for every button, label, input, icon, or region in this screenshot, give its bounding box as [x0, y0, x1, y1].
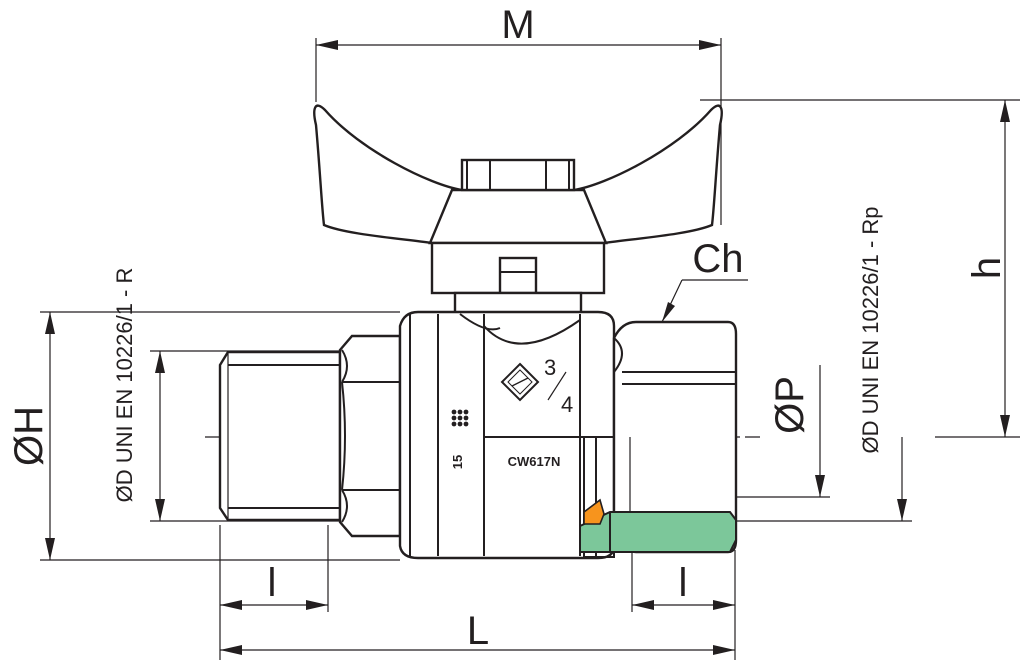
- dimension-h: h: [700, 99, 1020, 438]
- dimension-l-right: l: [631, 545, 735, 612]
- label-l-right: l: [679, 561, 688, 605]
- label-op: ØP: [768, 376, 812, 434]
- manufacturer-logo: [500, 362, 540, 402]
- label-m: M: [501, 3, 534, 47]
- dimension-thread-right: ØD UNI EN 10226/1 - Rp: [735, 207, 912, 522]
- dimension-ch: Ch: [661, 237, 748, 323]
- size-denominator: 4: [561, 392, 573, 417]
- svg-text:15: 15: [450, 455, 465, 469]
- body-markings: 3 4 CW617N 15: [450, 355, 573, 469]
- dimension-l-left: l: [220, 525, 329, 612]
- dimension-m: M: [315, 3, 722, 225]
- label-thread-left: ØD UNI EN 10226/1 - R: [112, 268, 137, 503]
- seal-section: [579, 498, 737, 553]
- dimension-l: L: [219, 525, 736, 660]
- label-thread-right: ØD UNI EN 10226/1 - Rp: [858, 207, 883, 454]
- pressure-marking: 15: [450, 409, 469, 469]
- label-l: L: [467, 609, 489, 653]
- label-h: h: [965, 257, 1009, 279]
- green-seal: [579, 511, 737, 553]
- left-hex-nut: [338, 334, 402, 538]
- material-marking: CW617N: [508, 454, 561, 469]
- dimension-op: ØP: [610, 365, 830, 498]
- butterfly-handle: [313, 104, 723, 317]
- label-l-left: l: [268, 561, 277, 605]
- valve-body: [398, 310, 616, 560]
- orange-oring: [583, 498, 605, 525]
- label-oh: ØH: [7, 406, 51, 466]
- label-ch: Ch: [692, 237, 743, 281]
- size-numerator: 3: [544, 355, 556, 380]
- male-thread-end: [218, 350, 342, 522]
